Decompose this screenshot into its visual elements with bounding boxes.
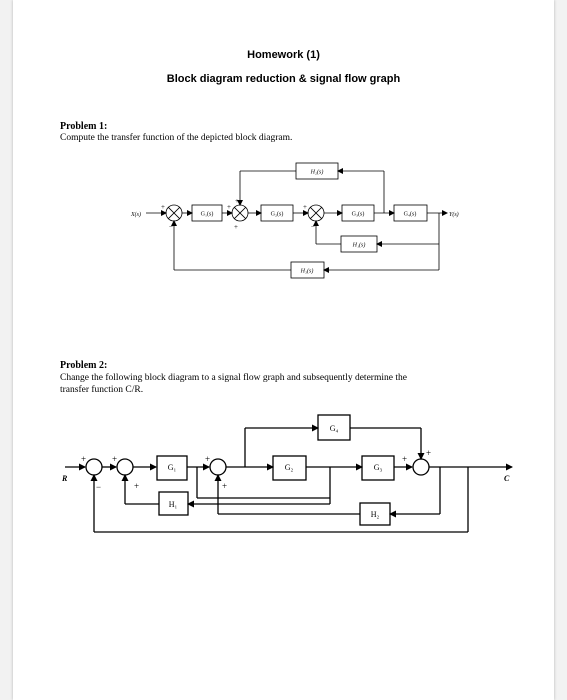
p1-output-label: Y(s) xyxy=(449,211,459,218)
p1-g1-label: G₁(s) xyxy=(201,211,214,218)
p1-g2-label: G₂(s) xyxy=(271,211,284,218)
p2-h2-label: H₂ xyxy=(371,510,380,519)
p2-h1-label: H₁ xyxy=(169,500,178,509)
svg-text:+: + xyxy=(402,454,407,464)
document-subtitle: Block diagram reduction & signal flow gr… xyxy=(166,73,401,85)
p2-g2-label: G₂ xyxy=(285,463,294,472)
p2-summing-junction-3 xyxy=(209,458,227,476)
p2-summing-junction-2 xyxy=(116,458,134,476)
p2-input-label: R xyxy=(61,474,68,483)
svg-text:+: + xyxy=(205,454,210,464)
p2-block-g2 xyxy=(272,455,307,481)
p2-block-g1 xyxy=(156,455,188,481)
problem1-heading: Problem 1: xyxy=(60,121,108,132)
svg-text:+: + xyxy=(112,454,117,464)
p2-block-g3 xyxy=(361,455,395,481)
problem2-text-line2: transfer function C/R. xyxy=(60,385,144,395)
svg-text:+: + xyxy=(234,223,238,231)
p2-summing-junction-4 xyxy=(412,458,430,476)
p1-g4-label: G₄(s) xyxy=(404,211,417,218)
svg-text:+: + xyxy=(222,481,227,491)
svg-text:−: − xyxy=(311,223,315,231)
problem2-heading: Problem 2: xyxy=(60,360,108,371)
p2-summing-junction-1 xyxy=(85,458,103,476)
svg-text:−: − xyxy=(169,223,173,231)
p2-g4-label: G₄ xyxy=(330,424,339,433)
svg-text:+: + xyxy=(81,454,86,464)
svg-text:+: + xyxy=(235,197,239,205)
p1-h3-label: H₃(s) xyxy=(300,268,314,275)
p2-g3-label: G₃ xyxy=(374,463,383,472)
document-page xyxy=(13,0,554,700)
problem2-text-line1: Change the following block diagram to a … xyxy=(60,373,407,383)
svg-text:−: − xyxy=(96,482,101,492)
p2-g1-label: G₁ xyxy=(168,463,177,472)
p1-input-label: X(s) xyxy=(130,211,141,218)
svg-text:+: + xyxy=(134,481,139,491)
svg-text:+: + xyxy=(161,203,165,211)
p1-g3-label: G₃(s) xyxy=(352,211,365,218)
problem1-text: Compute the transfer function of the dep… xyxy=(60,133,293,143)
svg-text:+: + xyxy=(303,203,307,211)
svg-text:+: + xyxy=(227,203,231,211)
p2-output-label: C xyxy=(504,474,510,483)
document-title: Homework (1) xyxy=(247,49,320,61)
svg-text:+: + xyxy=(426,448,431,458)
p1-h1-label: H₁(s) xyxy=(352,242,366,249)
p1-h2-label: H₂(s) xyxy=(310,169,324,176)
